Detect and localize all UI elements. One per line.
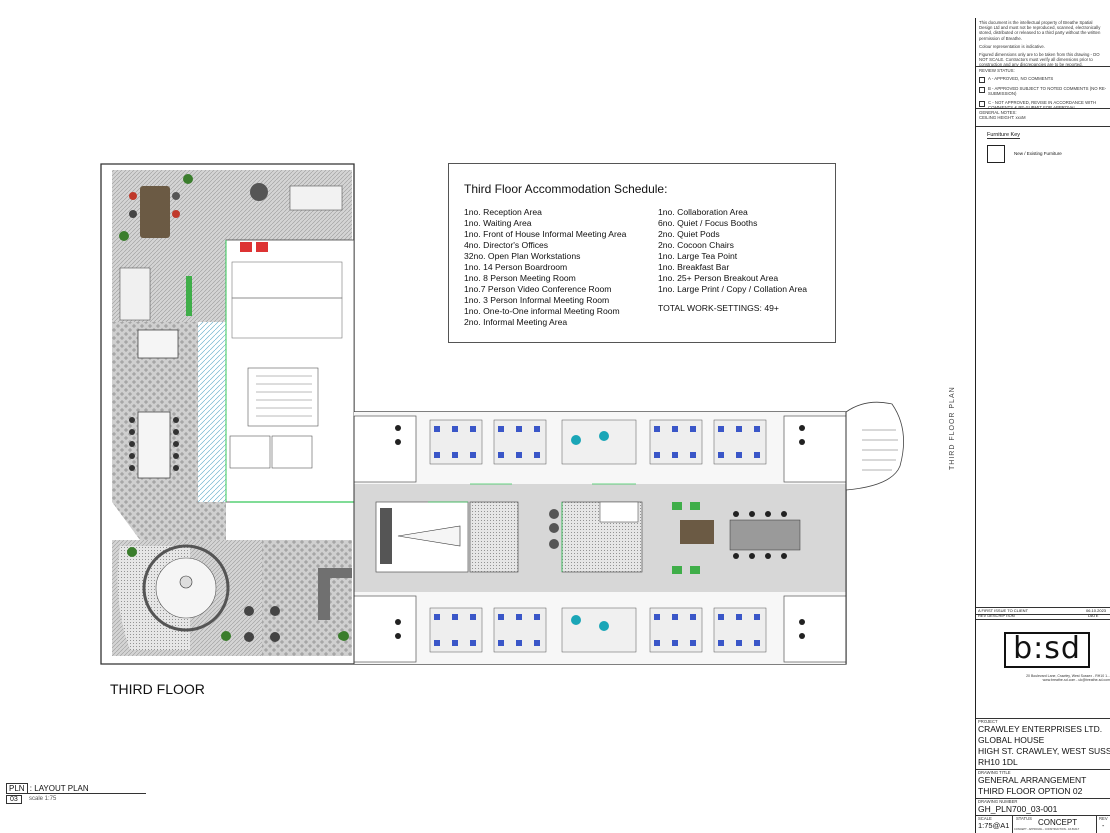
- director-office-sw: [353, 595, 417, 663]
- schedule-item: 1no. Large Print / Copy / Collation Area: [658, 284, 808, 294]
- director-office-se: [783, 595, 847, 663]
- status-options: CONCEPT - APPROVAL - CONSTRUCTION - AS B…: [1014, 828, 1080, 831]
- revision-date: 06.10.2023: [1086, 608, 1107, 613]
- revision-date-header: DATE: [1088, 613, 1099, 618]
- schedule-item: 2no. Cocoon Chairs: [658, 240, 734, 250]
- schedule-title: Third Floor Accommodation Schedule:: [464, 182, 668, 196]
- schedule-item: 1no. Reception Area: [464, 207, 542, 217]
- project-label: PROJECT: [978, 719, 998, 724]
- document-notes: This document is the intellectual proper…: [979, 20, 1101, 68]
- drawing-number-label: DRAWING NUMBER: [978, 799, 1018, 804]
- accommodation-schedule: Third Floor Accommodation Schedule: 1no.…: [448, 163, 836, 343]
- status-value: CONCEPT: [1038, 818, 1078, 827]
- company-logo: b:sd: [1004, 632, 1090, 668]
- revision-table: A FIRST ISSUE TO CLIENT 06.10.2023 REV D…: [976, 607, 1110, 620]
- director-office-ne: [783, 415, 847, 483]
- project-line: CRAWLEY ENTERPRISES LTD.: [978, 724, 1103, 734]
- project-line: HIGH ST. CRAWLEY, WEST SUSSE: [978, 746, 1110, 756]
- schedule-item: 1no. Front of House Informal Meeting Are…: [464, 229, 627, 239]
- drawing-title-label: DRAWING TITLE: [978, 770, 1011, 775]
- scale-label: SCALE: [978, 816, 992, 821]
- external-stair: [845, 401, 904, 491]
- tea-point-counter: [318, 568, 352, 620]
- schedule-item: 1no. Waiting Area: [464, 218, 532, 228]
- schedule-item: 6no. Quiet / Focus Booths: [658, 218, 758, 228]
- rev-label: REV: [1099, 816, 1108, 821]
- furniture-key-swatch: [987, 145, 1005, 163]
- director-office-nw: [353, 415, 417, 483]
- schedule-item: 1no. Breakfast Bar: [658, 262, 730, 272]
- scale-status-row: SCALE 1:75@A1 STATUS CONCEPT CONCEPT - A…: [976, 815, 1110, 833]
- schedule-left-column: 1no. Reception Area 1no. Waiting Area 1n…: [464, 207, 626, 328]
- review-checkbox[interactable]: [979, 100, 985, 107]
- boardroom-table: [137, 411, 171, 479]
- schedule-item: 1no. Collaboration Area: [658, 207, 748, 217]
- schedule-item: 1no. 25+ Person Breakout Area: [658, 273, 779, 283]
- schedule-item: 1no.7 Person Video Conference Room: [464, 284, 612, 294]
- schedule-total: TOTAL WORK-SETTINGS: 49+: [658, 303, 779, 313]
- schedule-item: 1no. 14 Person Boardroom: [464, 262, 568, 272]
- plan-title: : LAYOUT PLAN: [29, 784, 89, 793]
- floor-plan-drawing: [100, 163, 904, 665]
- breakfast-bar: [729, 519, 801, 551]
- plan-label-rule: [6, 793, 146, 794]
- general-notes: GENERAL NOTES: CEILING HEIGHT: xxxM: [979, 110, 1026, 121]
- title-block: This document is the intellectual proper…: [975, 18, 1110, 833]
- schedule-item: 1no. 3 Person Informal Meeting Room: [464, 295, 610, 305]
- round-meeting-area: [142, 544, 230, 632]
- drawing-title-line: THIRD FLOOR OPTION 02: [978, 786, 1083, 796]
- core: [225, 239, 355, 503]
- status-label: STATUS: [1016, 816, 1032, 821]
- plan-number: 03: [6, 795, 22, 804]
- schedule-item: 2no. Quiet Pods: [658, 229, 720, 239]
- review-status: REVIEW STATUS: A - APPROVED, NO COMMENTS…: [979, 68, 1107, 110]
- floor-title: THIRD FLOOR: [110, 681, 205, 697]
- revision-header: REV DESCRIPTION: [978, 613, 1015, 618]
- vertical-plan-title: THIRD FLOOR PLAN: [949, 386, 956, 470]
- schedule-item: 32no. Open Plan Workstations: [464, 251, 581, 261]
- project-line: RH10 1DL: [978, 757, 1018, 767]
- furniture-key-title: Furniture Key: [987, 132, 1021, 139]
- revision-entry: A FIRST ISSUE TO CLIENT: [978, 608, 1029, 613]
- schedule-item: 1no. One-to-One informal Meeting Room: [464, 306, 620, 316]
- drawing-title-line: GENERAL ARRANGEMENT: [978, 775, 1087, 785]
- project-line: GLOBAL HOUSE: [978, 735, 1045, 745]
- schedule-right-column: 1no. Collaboration Area 6no. Quiet / Foc…: [658, 207, 807, 314]
- review-checkbox[interactable]: [979, 77, 985, 84]
- schedule-item: 4no. Director's Offices: [464, 240, 549, 250]
- rev-value: -: [1102, 823, 1105, 830]
- schedule-item: 2no. Informal Meeting Area: [464, 317, 568, 327]
- schedule-item: 1no. 8 Person Meeting Room: [464, 273, 576, 283]
- furniture-key-label: New / Existing Furniture: [1014, 151, 1062, 156]
- drawing-number: GH_PLN700_03-001: [978, 804, 1058, 814]
- plan-scale: scale 1:75: [29, 796, 57, 802]
- scale-value: 1:75@A1: [978, 821, 1010, 830]
- informal-meeting-room: [469, 501, 519, 573]
- review-checkbox[interactable]: [979, 87, 985, 94]
- company-address: 20 Boulevard Lane, Crawley, West Sussex …: [1026, 674, 1110, 683]
- schedule-item: 1no. Large Tea Point: [658, 251, 738, 261]
